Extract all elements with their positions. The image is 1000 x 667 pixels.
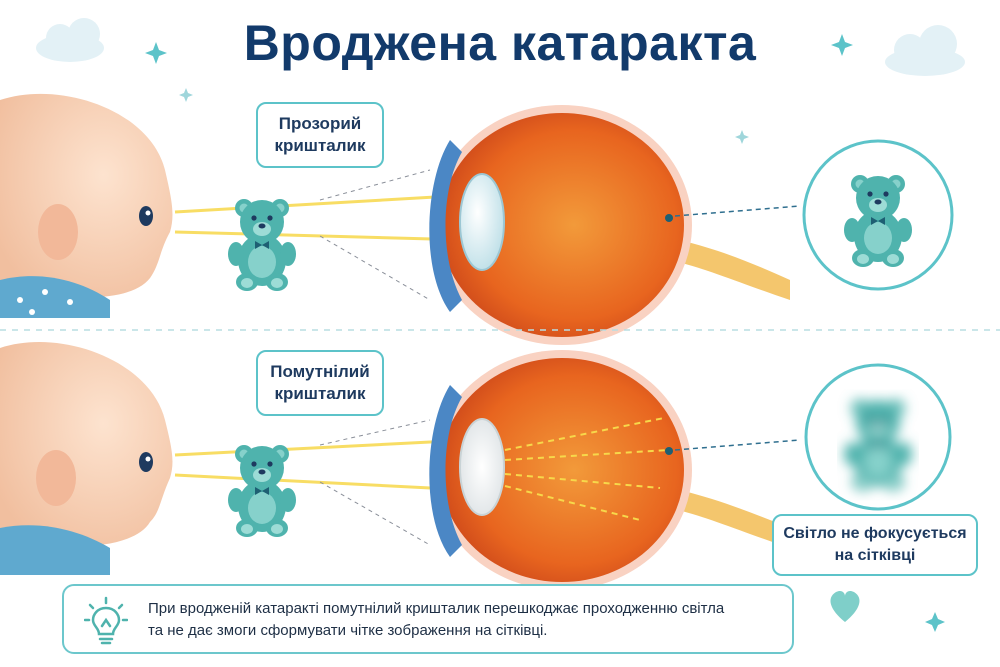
unfocused-line-1: Світло не фокусується — [783, 525, 967, 542]
star-icon — [735, 130, 749, 144]
star-icon — [831, 34, 853, 56]
teddy-bear-icon — [844, 175, 912, 267]
light-rays-bottom — [174, 438, 471, 492]
clear-lens-line-1: Прозорий — [278, 114, 362, 133]
clear-image-result — [802, 139, 954, 291]
unfocused-line-2: на сітківці — [834, 547, 916, 564]
unfocused-light-label: Світло не фокусується на сітківці — [772, 514, 978, 576]
page-title: Вроджена катаракта — [243, 15, 757, 71]
info-line-1: При вродженій катаракті помутнілий кришт… — [148, 600, 725, 617]
star-icon — [925, 612, 945, 632]
info-line-2: та не дає змоги сформувати чітке зображе… — [148, 622, 548, 639]
info-box: При вродженій катаракті помутнілий кришт… — [62, 584, 794, 654]
info-text: При вродженій катаракті помутнілий кришт… — [148, 598, 788, 642]
teddy-bear-icon — [228, 445, 296, 537]
eye-diagram-bottom — [319, 350, 801, 590]
eye-diagram-top — [319, 105, 801, 345]
cloudy-lens-line-2: кришталик — [274, 384, 366, 403]
baby-face-bottom — [0, 342, 173, 575]
heart-icon — [830, 590, 860, 622]
star-icon — [179, 88, 193, 102]
clear-lens-line-2: кришталик — [274, 136, 366, 155]
cloud-icon — [36, 18, 104, 62]
lightbulb-icon — [84, 596, 128, 645]
cloud-icon — [885, 25, 965, 76]
cloudy-lens-line-1: Помутнілий — [270, 362, 370, 381]
teddy-bear-icon — [228, 199, 296, 291]
baby-face-top — [0, 93, 173, 318]
clear-lens-label: Прозорий кришталик — [256, 102, 384, 168]
cloudy-lens-label: Помутнілий кришталик — [256, 350, 384, 416]
blurry-image-result — [804, 363, 952, 511]
star-icon — [145, 42, 167, 64]
